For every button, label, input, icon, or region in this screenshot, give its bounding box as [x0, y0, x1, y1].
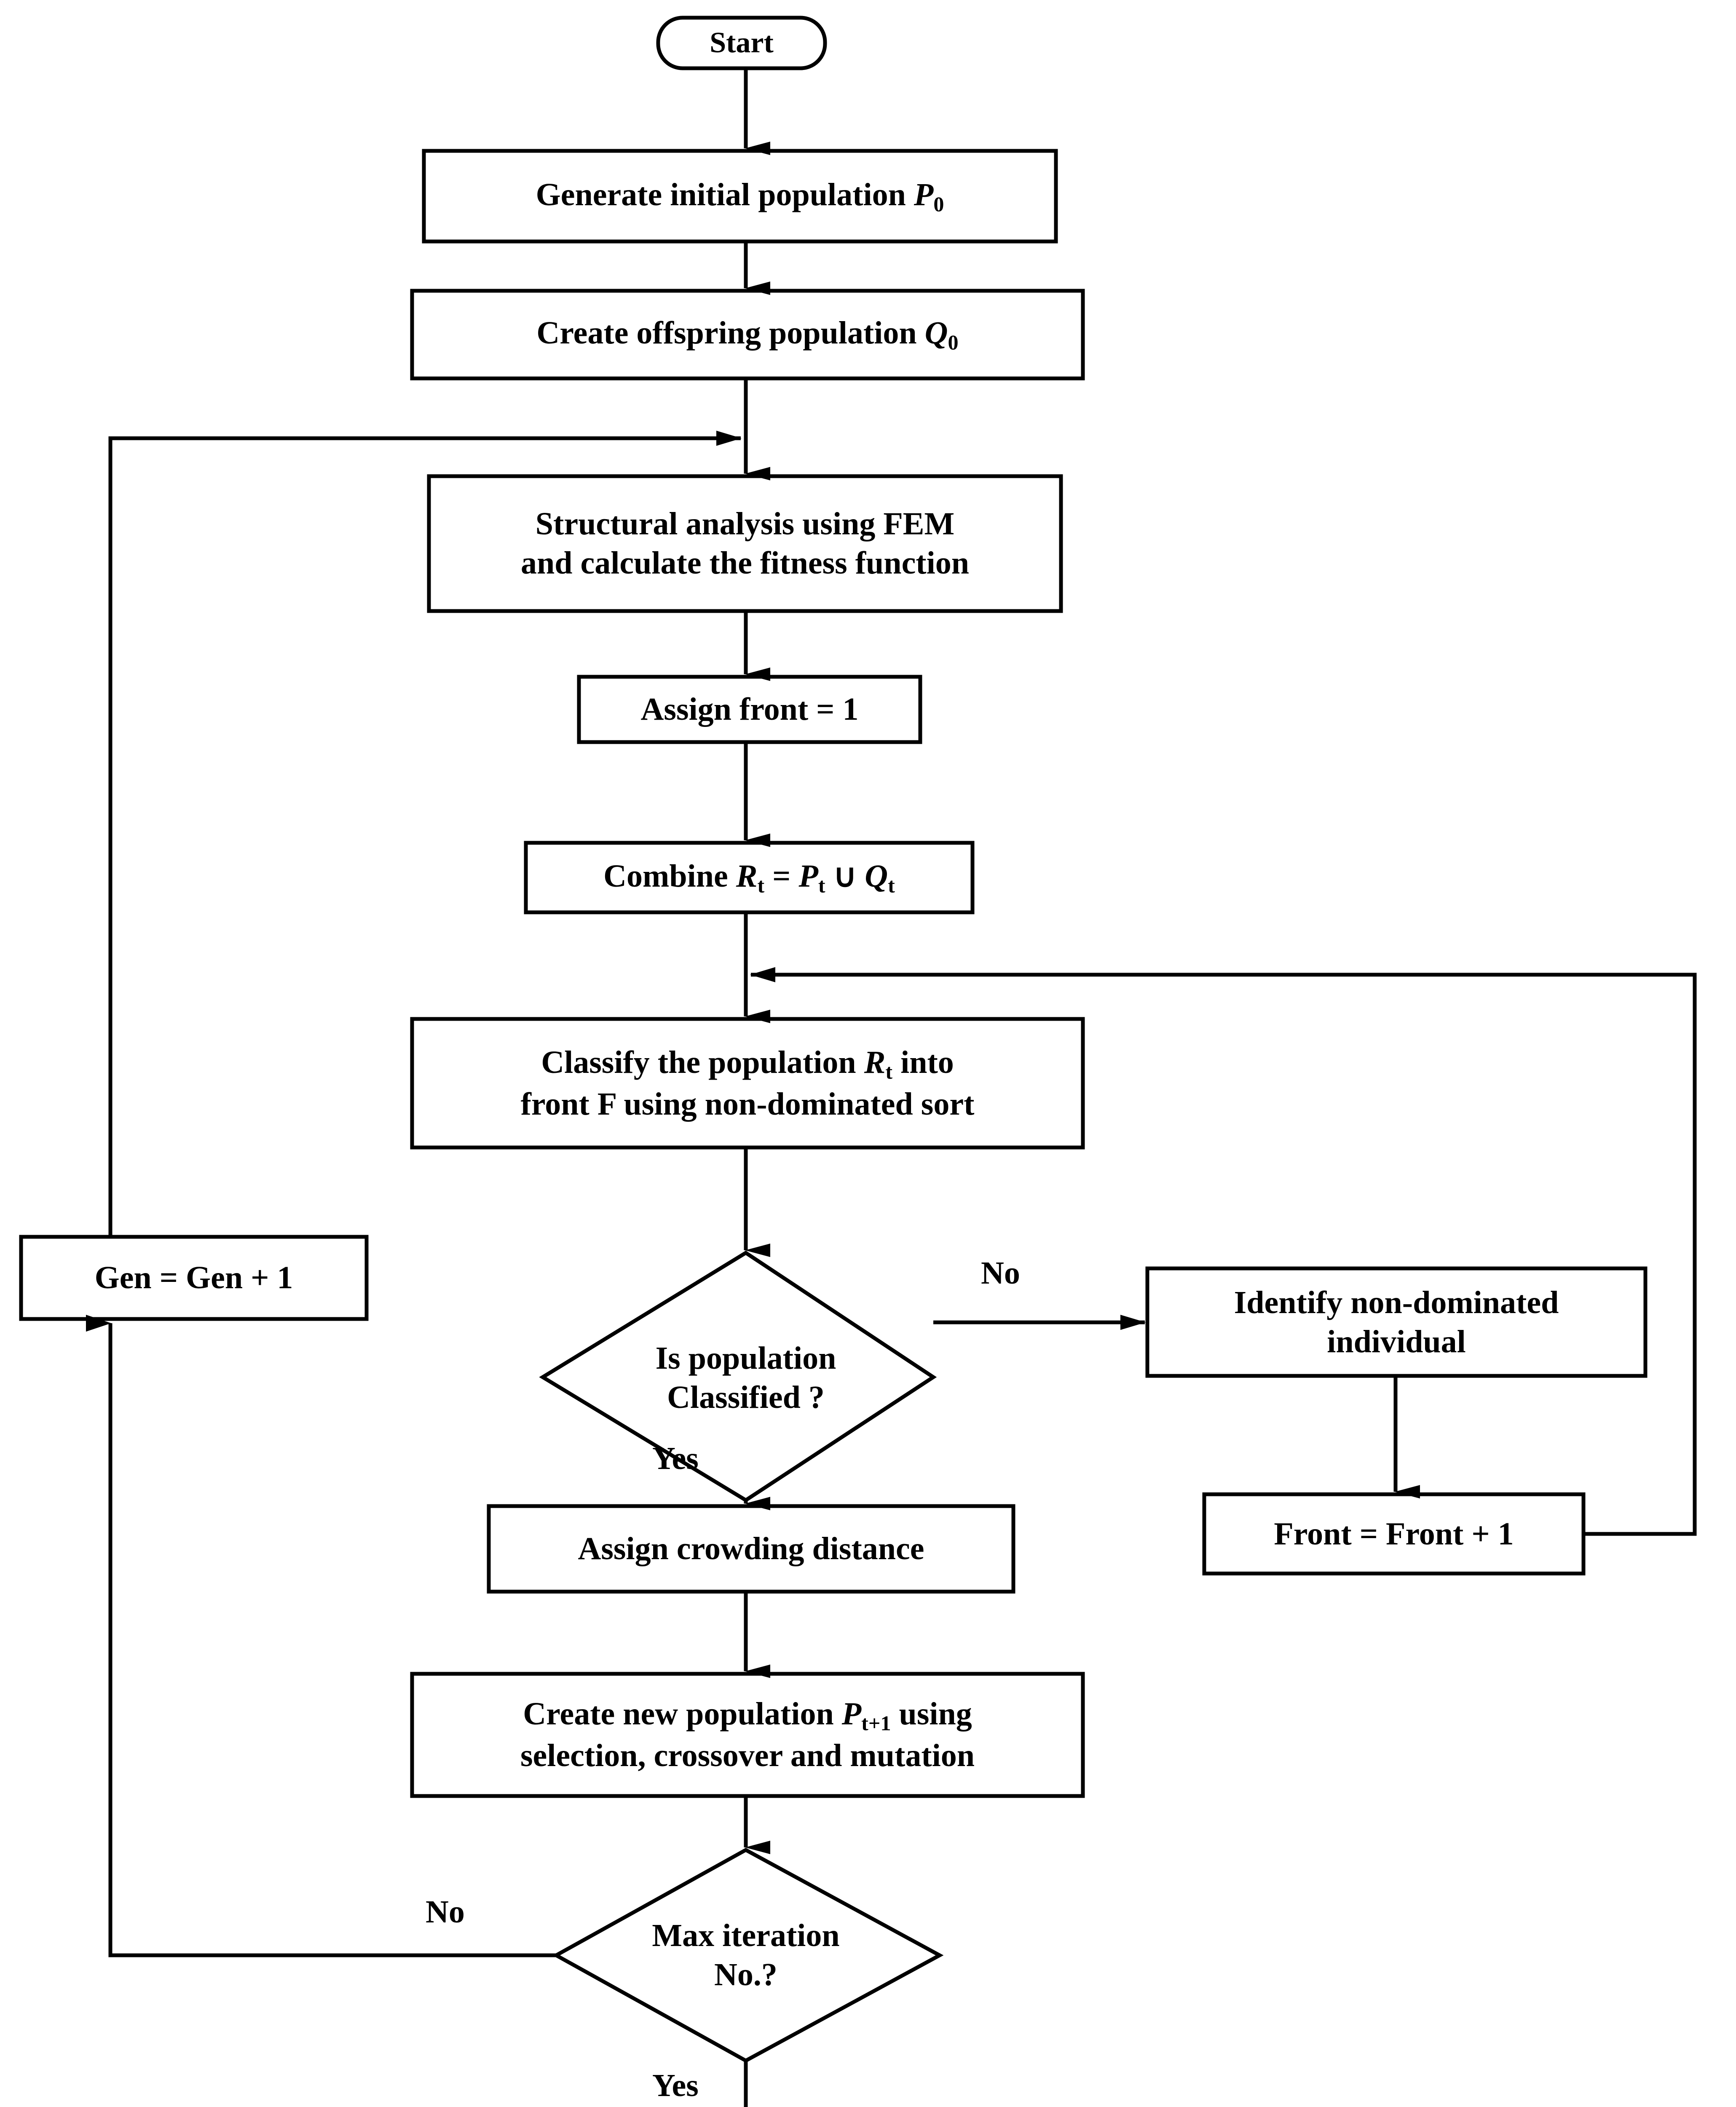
shape-start	[656, 16, 827, 70]
edge-label-classified-no: No	[981, 1255, 1020, 1291]
shape-generate-initial	[422, 149, 1058, 244]
shape-max-iteration	[552, 1847, 944, 2063]
edge-maxiter-no-loopback	[86, 1315, 556, 1957]
edge-frontinc-loopback	[750, 967, 1697, 1536]
edge-gen-to-structural-loop	[108, 431, 742, 1237]
shape-front-increment	[1202, 1492, 1586, 1576]
edge-label-maxiter-no: No	[426, 1894, 465, 1930]
edge-label-classified-yes: Yes	[652, 1441, 699, 1476]
shape-gen-increment	[19, 1235, 369, 1321]
shape-classify	[410, 1017, 1085, 1150]
shape-structural-analysis	[427, 474, 1063, 613]
edge-label-maxiter-yes: Yes	[652, 2068, 699, 2103]
shape-combine	[524, 841, 975, 914]
shape-assign-front	[577, 675, 922, 744]
shape-assign-crowding	[487, 1504, 1015, 1594]
shape-create-offspring	[410, 289, 1085, 381]
shape-identify-nondominated	[1145, 1266, 1648, 1378]
shape-create-new-population	[410, 1672, 1085, 1798]
shape-is-classified	[539, 1250, 937, 1503]
